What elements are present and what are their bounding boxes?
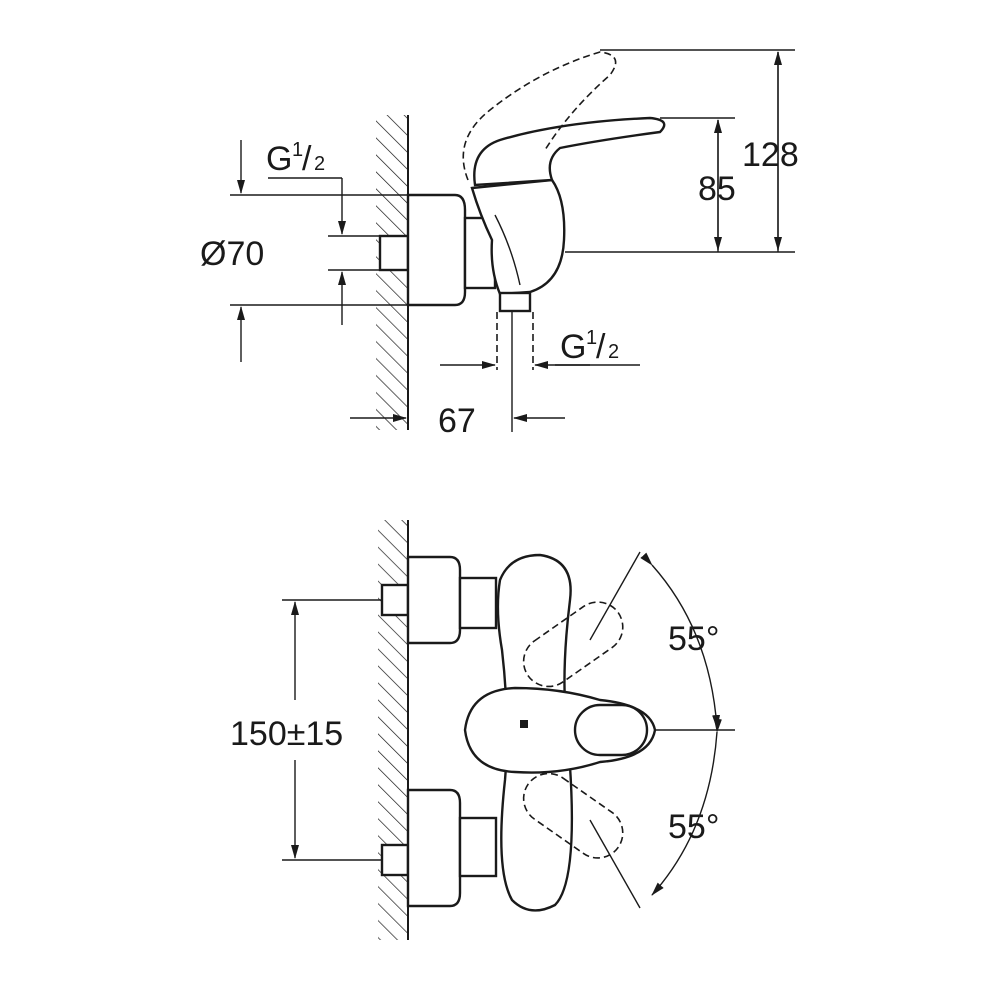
front-view: 150±15 55° 55° [230,520,735,940]
dim-inlet-thread: G 1 / 2 [266,139,325,178]
dim-outlet-thread: G 1 / 2 [560,327,619,366]
svg-text:/: / [596,328,606,366]
dim-height-total: 128 [742,136,799,174]
dim-depth: 67 [438,402,476,440]
dim-angle-up: 55° [668,620,719,658]
svg-text:2: 2 [314,153,325,175]
dim-angle-down: 55° [668,808,719,846]
dim-height-lever: 85 [698,170,736,208]
svg-text:G: G [266,140,292,178]
connector-bottom [458,816,498,878]
lever-raised-outline [462,51,617,181]
inlet-stub-bottom [380,843,410,877]
svg-text:/: / [302,140,312,178]
svg-text:1: 1 [292,139,303,161]
body-contour [494,214,521,286]
dim-diameter: Ø70 [200,235,264,273]
escutcheon-top [406,555,462,645]
escutcheon [406,193,467,307]
svg-text:G: G [560,328,586,366]
connector-top [458,576,498,630]
lever [473,116,666,187]
wall-hatching [378,520,408,940]
outlet [498,291,532,313]
dim-center-distance: 150±15 [230,715,343,753]
svg-text:1: 1 [586,327,597,349]
escutcheon-bottom [406,788,462,908]
svg-text:2: 2 [608,341,619,363]
inlet-stub [378,234,410,272]
inlet-stub-top [380,583,410,617]
lever-grip [573,703,649,757]
side-view: 128 85 Ø70 G 1 / 2 G 1 / 2 [200,49,799,440]
indicator-mark [520,720,528,728]
wall-hatching [376,115,408,430]
